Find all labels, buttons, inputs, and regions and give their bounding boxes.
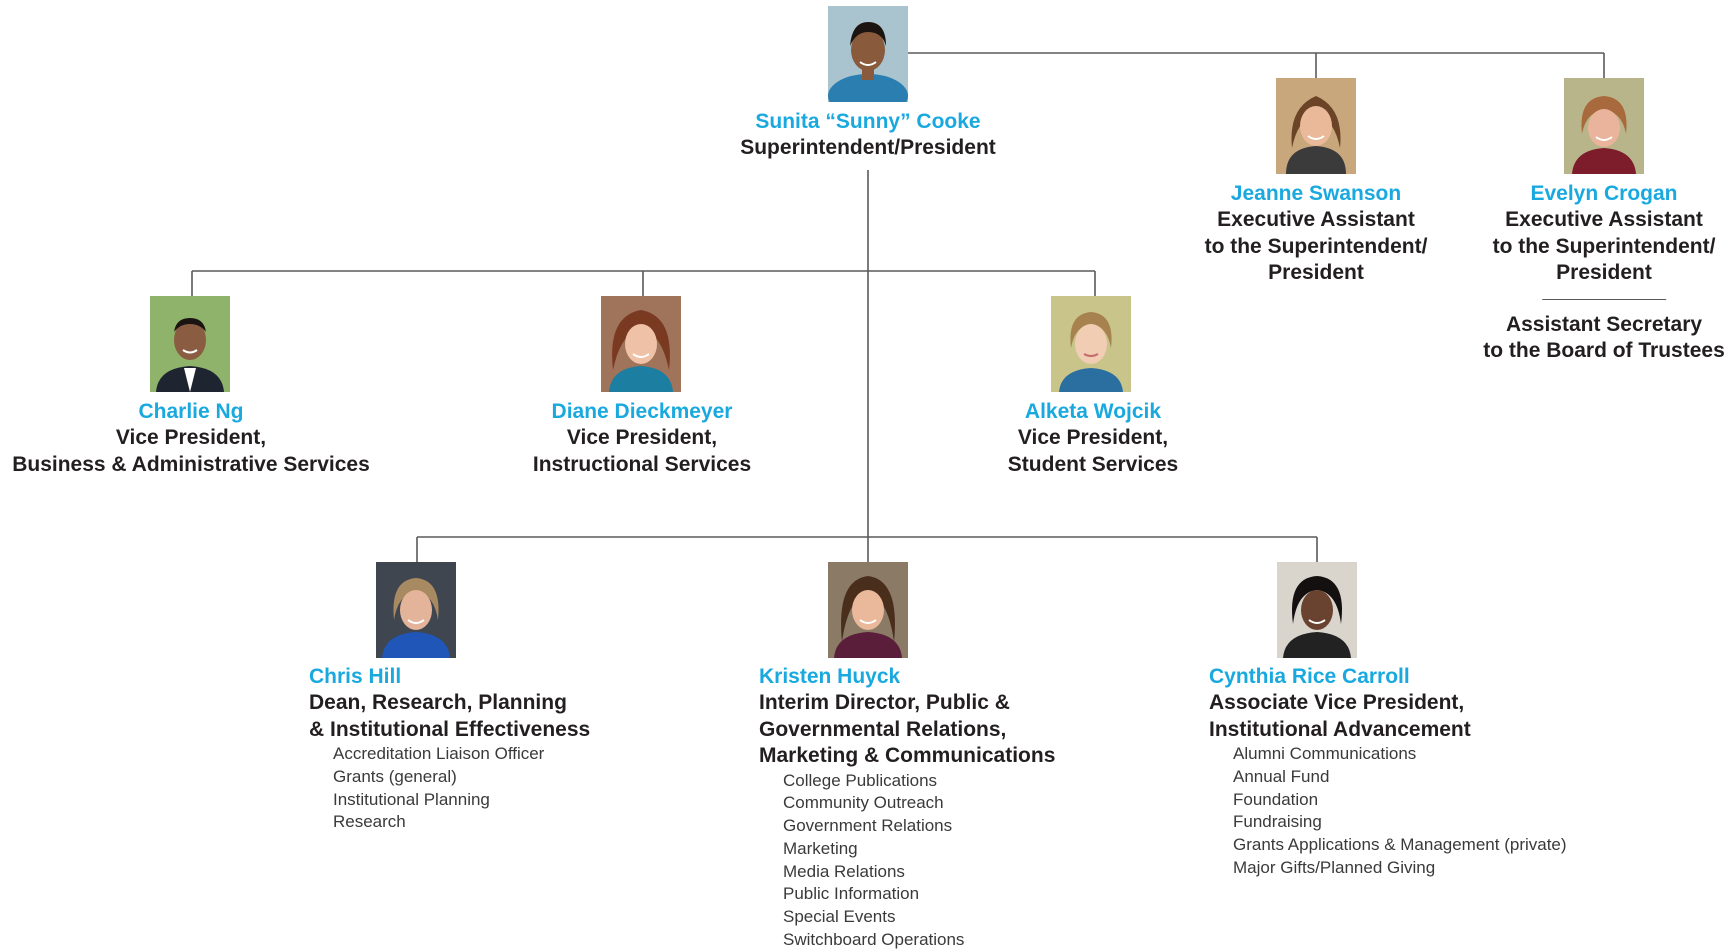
avatar-vp-2 [601,296,681,392]
duty-item: Marketing [783,838,858,858]
duties-list: Accreditation Liaison Officer Grants (ge… [309,743,590,834]
portrait-icon [601,296,681,392]
duty-item: Switchboard Operations [783,930,965,950]
person-name: Evelyn Crogan [1530,182,1678,205]
duty-item: Annual Fund [1233,766,1330,786]
duties-list: College Publications Community Outreach … [759,770,1055,952]
duty-item: Foundation [1233,789,1319,809]
person-title-line: Student Services [1007,452,1179,476]
person-title-line: Marketing & Communications [759,744,1056,767]
person-title-line: President [1268,261,1364,284]
portrait-icon [1564,78,1644,174]
person-title-line: to the Superintendent/ [1204,234,1428,258]
person-title-line: Business & Administrative Services [12,452,370,476]
duty-item: Alumni Communications [1233,744,1417,763]
avatar-director-3 [1277,562,1357,658]
director-card-1: Chris Hill Dean, Research, Planning & In… [309,664,590,834]
portrait-icon [1276,78,1356,174]
avatar-assistant-2 [1564,78,1644,174]
person-extra-role-line: Assistant Secretary [1505,312,1703,336]
portrait-icon [1277,562,1357,658]
person-title-line: Governmental Relations, [759,717,1007,741]
person-title-line: Vice President, [566,426,718,449]
person-extra-role-line: to the Board of Trustees [1483,339,1725,362]
duty-item: Government Relations [783,816,953,836]
person-name: Cynthia Rice Carroll [1209,665,1410,688]
duty-item: Media Relations [783,861,905,881]
duty-item: Accreditation Liaison Officer [333,744,545,763]
person-name: Jeanne Swanson [1230,182,1402,205]
portrait-icon [376,562,456,658]
person-name: Charlie Ng [138,400,244,423]
duties-list: Alumni Communications Annual Fund Founda… [1209,743,1567,880]
person-title-line: Executive Assistant [1505,208,1703,231]
person-title-line: Instructional Services [532,452,752,476]
person-title-line: to the Superintendent/ [1492,234,1716,258]
avatar-director-2 [828,562,908,658]
person-title-line: Interim Director, Public & [759,691,1010,714]
director-card-3: Cynthia Rice Carroll Associate Vice Pres… [1209,664,1567,880]
person-title-line: & Institutional Effectiveness [309,717,591,741]
person-title-line: Institutional Advancement [1209,717,1471,741]
vp-card-3: Alketa Wojcik Vice President, Student Se… [1008,399,1178,478]
duty-item: Special Events [783,907,896,927]
vp-card-2: Diane Dieckmeyer Vice President, Instruc… [533,399,751,478]
avatar-top [828,6,908,102]
assistant-card-1: Jeanne Swanson Executive Assistant to th… [1205,181,1428,287]
person-name: Alketa Wojcik [1024,400,1162,423]
person-name: Kristen Huyck [759,665,901,688]
person-title-line: Executive Assistant [1217,208,1415,231]
person-name: Diane Dieckmeyer [551,400,733,423]
person-title-line: President [1556,261,1652,284]
assistant-card-2: Evelyn Crogan Executive Assistant to the… [1483,181,1725,365]
duty-item: Grants (general) [333,766,457,786]
divider [1542,298,1666,300]
portrait-icon [1051,296,1131,392]
vp-card-1: Charlie Ng Vice President, Business & Ad… [12,399,370,478]
person-title: Superintendent/President [740,136,996,159]
person-name: Sunita “Sunny” Cooke [755,110,981,133]
person-title-line: Vice President, [115,426,267,449]
duty-item: Research [333,812,406,832]
portrait-icon [828,562,908,658]
avatar-assistant-1 [1276,78,1356,174]
person-title-line: Associate Vice President, [1209,691,1465,714]
person-title-line: Vice President, [1017,426,1169,449]
top-card: Sunita “Sunny” Cooke Superintendent/Pres… [740,109,996,162]
portrait-icon [150,296,230,392]
duty-item: Community Outreach [783,793,944,813]
avatar-director-1 [376,562,456,658]
avatar-vp-3 [1051,296,1131,392]
person-title-line: Dean, Research, Planning [309,691,567,714]
duty-item: Fundraising [1233,812,1322,832]
director-card-2: Kristen Huyck Interim Director, Public &… [759,664,1055,952]
duty-item: Major Gifts/Planned Giving [1233,857,1436,877]
person-name: Chris Hill [309,665,402,688]
duty-item: Grants Applications & Management (privat… [1233,835,1567,855]
duty-item: Institutional Planning [333,789,490,809]
avatar-vp-1 [150,296,230,392]
duty-item: College Publications [783,770,938,790]
portrait-icon [828,6,908,102]
duty-item: Public Information [783,884,920,904]
